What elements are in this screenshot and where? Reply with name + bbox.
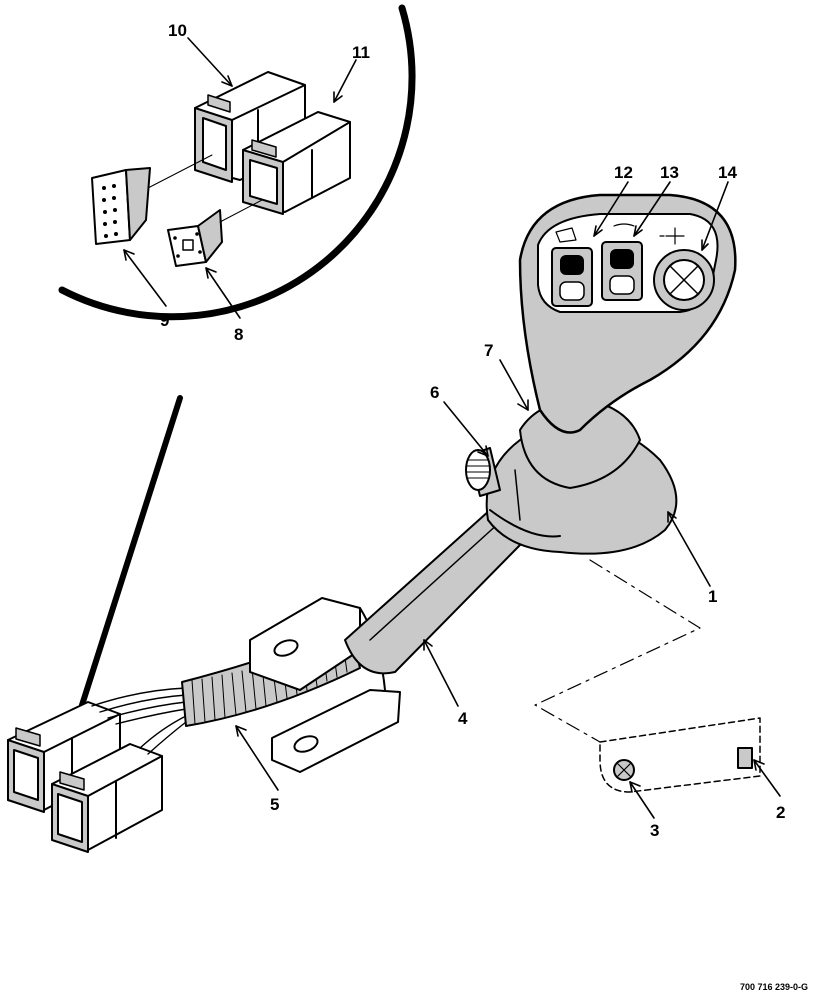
knob-6 [465,447,501,497]
figure-id: 700 716 239-0-G [739,982,808,992]
callout-9: 9 [160,311,169,330]
callout-5: 5 [270,795,279,814]
callout-11: 11 [352,43,370,62]
wedge-lock-8 [167,199,263,267]
callout-8: 8 [234,325,243,344]
callout-14: 14 [718,163,737,182]
callout-7: 7 [484,341,493,360]
detail-inset [58,4,416,708]
callout-3: 3 [650,821,659,840]
connector-11 [242,111,351,215]
wires [91,687,187,755]
grip-top [518,193,737,434]
callout-4: 4 [458,709,468,728]
callout-1: 1 [708,587,717,606]
callout-labels: 10 11 9 8 12 13 14 7 6 1 4 5 3 2 [160,21,785,840]
switch-13 [601,223,643,301]
callout-10: 10 [168,21,187,40]
callout-13: 13 [660,163,679,182]
plate-assembly [534,559,761,793]
wedge-lock-9 [91,154,213,245]
clip-2 [737,747,753,769]
shaft-4 [344,509,521,675]
detail-circle-arc [58,4,416,321]
harness-connector-b [51,743,163,853]
mounting-bracket [249,597,401,773]
leader-arrows [123,37,781,819]
callout-2: 2 [776,803,785,822]
joystick-14 [653,227,715,311]
switch-12 [551,227,593,307]
detail-leader-line [79,395,183,708]
callout-6: 6 [430,383,439,402]
callout-12: 12 [614,163,633,182]
